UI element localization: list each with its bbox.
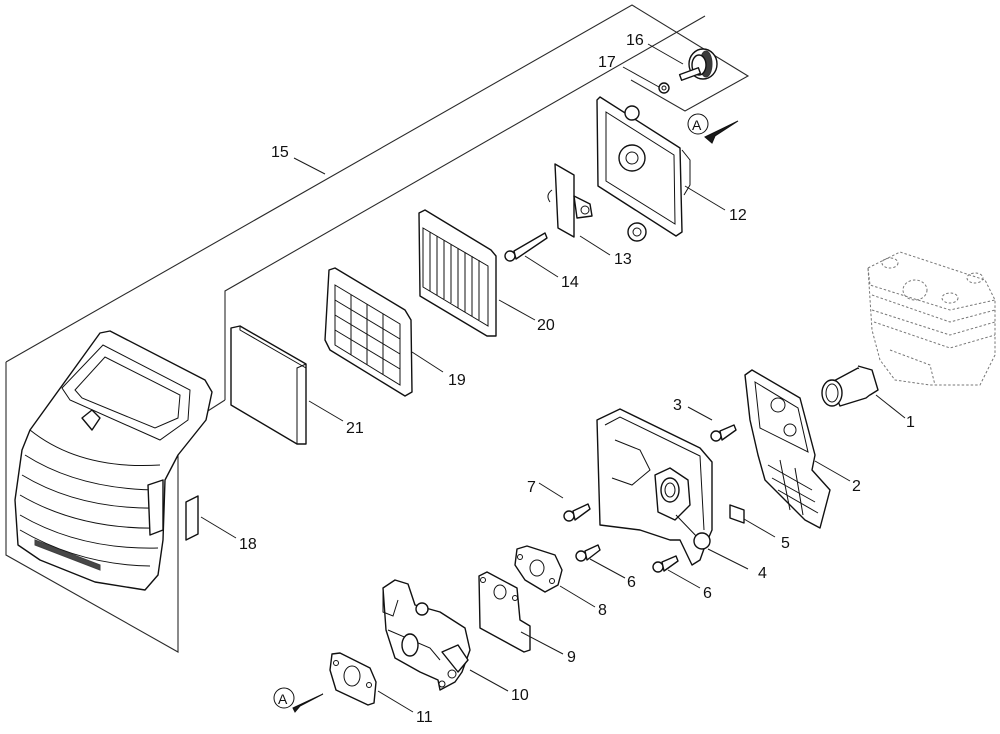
callout-3[interactable]: 3 <box>673 397 682 414</box>
callout-17[interactable]: 17 <box>598 54 616 71</box>
part-1-intake-insulator[interactable] <box>821 365 879 407</box>
callout-10[interactable]: 10 <box>511 687 529 704</box>
leader-lines <box>200 43 906 713</box>
ref-letter: A <box>278 691 288 707</box>
part-5-label[interactable] <box>729 504 745 524</box>
part-8-spacer[interactable] <box>514 545 563 593</box>
callout-6b[interactable]: 6 <box>703 585 712 602</box>
part-2-heat-shield[interactable] <box>744 369 831 529</box>
callout-13[interactable]: 13 <box>614 251 632 268</box>
part-14-screw[interactable] <box>504 232 548 262</box>
part-21-sponge[interactable] <box>230 325 307 445</box>
air-cleaner-cover[interactable] <box>14 330 213 591</box>
frame-outer <box>5 4 750 363</box>
callout-20[interactable]: 20 <box>537 317 555 334</box>
part-6-screw-b[interactable] <box>652 555 679 573</box>
callout-11[interactable]: 11 <box>416 709 433 726</box>
callout-4[interactable]: 4 <box>758 565 767 582</box>
callout-8[interactable]: 8 <box>598 602 607 619</box>
callout-9[interactable]: 9 <box>567 649 576 666</box>
callout-18[interactable]: 18 <box>239 536 257 553</box>
callout-14[interactable]: 14 <box>561 274 579 291</box>
part-9-gasket[interactable] <box>478 571 531 653</box>
part-3-screw[interactable] <box>710 424 737 442</box>
callout-19[interactable]: 19 <box>448 372 466 389</box>
ref-marker-bottom: A <box>273 687 324 713</box>
part-6-screw-a[interactable] <box>575 544 601 562</box>
part-11-gasket[interactable] <box>329 652 377 706</box>
callout-7[interactable]: 7 <box>527 479 536 496</box>
frame-inner <box>224 15 706 400</box>
part-7-screw[interactable] <box>563 503 591 522</box>
part-13-choke-shutter[interactable] <box>547 163 593 238</box>
ref-marker-top: A <box>687 113 739 144</box>
callout-2[interactable]: 2 <box>852 478 861 495</box>
part-12-air-cleaner-case[interactable] <box>596 96 691 242</box>
ref-letter: A <box>692 117 702 133</box>
callout-16[interactable]: 16 <box>626 32 644 49</box>
engine-cylinder-ghost <box>867 251 996 386</box>
part-20-air-filter[interactable] <box>418 209 497 337</box>
part-4-air-cleaner-base[interactable] <box>596 408 713 566</box>
callouts: 1 2 3 4 5 6 6 7 8 9 10 11 12 13 14 15 16… <box>239 32 915 726</box>
callout-15[interactable]: 15 <box>271 144 289 161</box>
callout-5[interactable]: 5 <box>781 535 790 552</box>
callout-1[interactable]: 1 <box>906 414 915 431</box>
part-10-carburetor[interactable] <box>382 579 471 691</box>
part-17-washer[interactable] <box>658 82 670 94</box>
part-16-knob[interactable] <box>678 48 718 81</box>
part-19-filter-holder[interactable] <box>324 267 413 397</box>
callout-21[interactable]: 21 <box>346 420 364 437</box>
callout-6a[interactable]: 6 <box>627 574 636 591</box>
callout-12[interactable]: 12 <box>729 207 747 224</box>
part-18-label[interactable] <box>185 495 199 541</box>
